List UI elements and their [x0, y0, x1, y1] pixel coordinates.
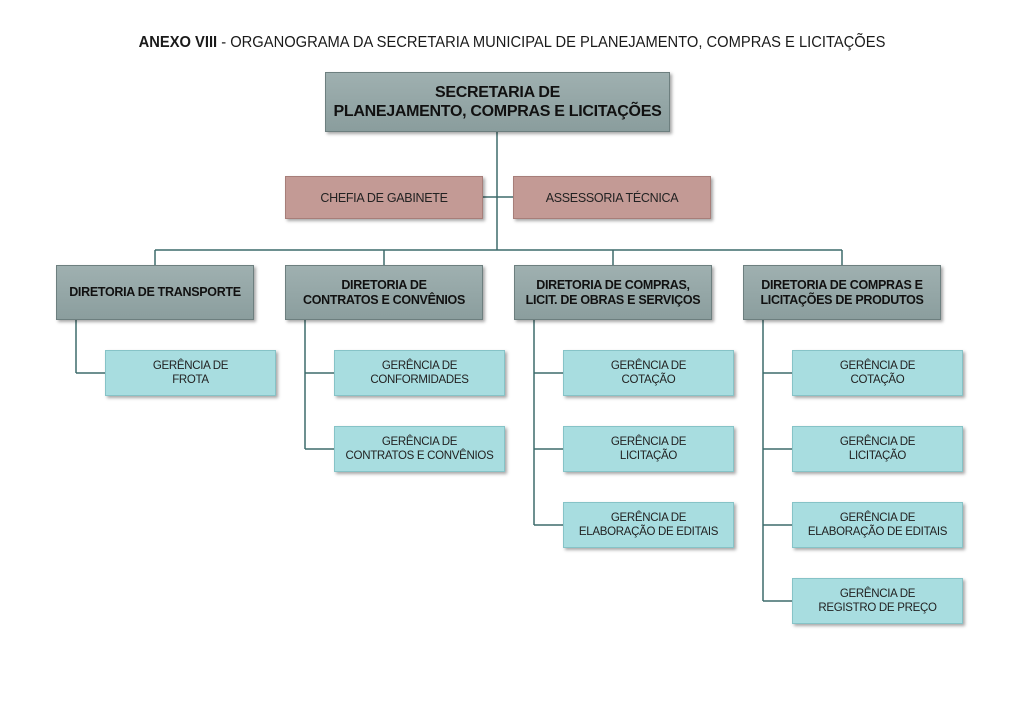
- gerencia-box: GERÊNCIA DE REGISTRO DE PREÇO: [792, 578, 963, 624]
- gerencia-box: GERÊNCIA DE FROTA: [105, 350, 276, 396]
- assessoria-tecnica-box: ASSESSORIA TÉCNICA: [513, 176, 711, 219]
- gerencia-box: GERÊNCIA DE LICITAÇÃO: [563, 426, 734, 472]
- gerencia-box: GERÊNCIA DE COTAÇÃO: [563, 350, 734, 396]
- diretoria-contratos-convenios: DIRETORIA DE CONTRATOS E CONVÊNIOS: [285, 265, 483, 320]
- diretoria-compras-obras-servicos: DIRETORIA DE COMPRAS, LICIT. DE OBRAS E …: [514, 265, 712, 320]
- gerencia-box: GERÊNCIA DE CONTRATOS E CONVÊNIOS: [334, 426, 505, 472]
- page-title: ANEXO VIII - ORGANOGRAMA DA SECRETARIA M…: [41, 33, 983, 53]
- diretoria-transporte: DIRETORIA DE TRANSPORTE: [56, 265, 254, 320]
- chefia-gabinete-box: CHEFIA DE GABINETE: [285, 176, 483, 219]
- gerencia-box: GERÊNCIA DE LICITAÇÃO: [792, 426, 963, 472]
- secretaria-box: SECRETARIA DE PLANEJAMENTO, COMPRAS E LI…: [325, 72, 670, 132]
- gerencia-box: GERÊNCIA DE ELABORAÇÃO DE EDITAIS: [563, 502, 734, 548]
- title-prefix: ANEXO VIII: [138, 34, 218, 51]
- gerencia-box: GERÊNCIA DE CONFORMIDADES: [334, 350, 505, 396]
- diretoria-compras-produtos: DIRETORIA DE COMPRAS E LICITAÇÕES DE PRO…: [743, 265, 941, 320]
- gerencia-box: GERÊNCIA DE ELABORAÇÃO DE EDITAIS: [792, 502, 963, 548]
- gerencia-box: GERÊNCIA DE COTAÇÃO: [792, 350, 963, 396]
- title-rest: - ORGANOGRAMA DA SECRETARIA MUNICIPAL DE…: [217, 34, 886, 51]
